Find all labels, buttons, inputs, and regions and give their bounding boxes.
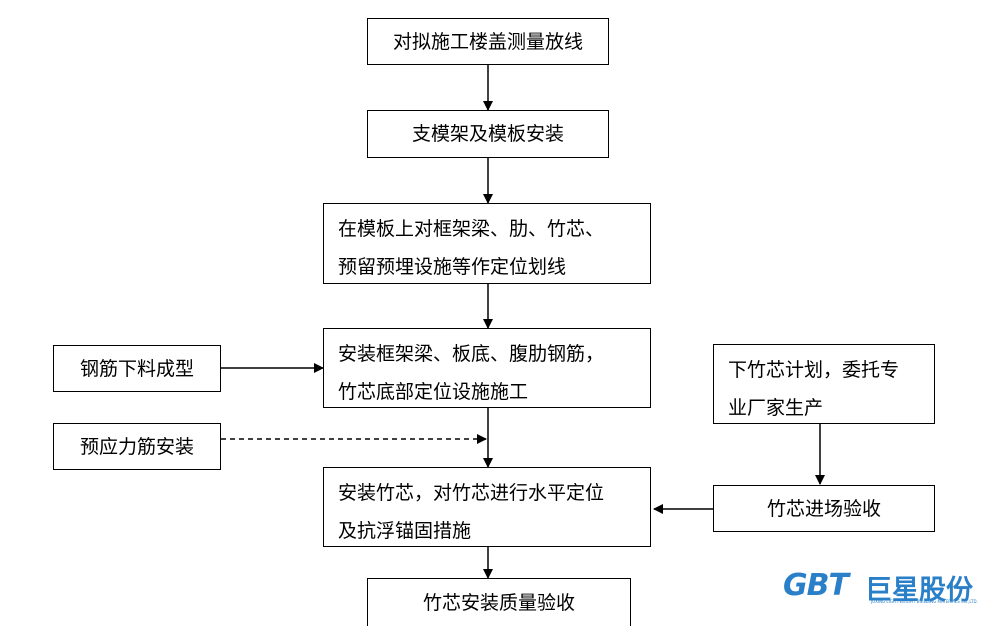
step-marking-lines: 在模板上对框架梁、肋、竹芯、 预留预埋设施等作定位划线	[323, 203, 651, 284]
step-rebar-install-line1: 安装框架梁、板底、腹肋钢筋，	[338, 343, 605, 365]
side-core-order: 下竹芯计划，委托专 业厂家生产	[713, 344, 935, 424]
step-formwork-install-label: 支模架及模板安装	[411, 123, 564, 145]
step-rebar-install-line2: 竹芯底部定位设施施工	[338, 381, 529, 403]
side-prestress-install: 预应力筋安装	[53, 423, 221, 470]
company-logo: GBT 巨星股份 JUXING LIGHT-WEIGHT BUILDING MA…	[783, 566, 983, 606]
step-core-install-line1: 安装竹芯，对竹芯进行水平定位	[338, 482, 605, 504]
step-quality-acceptance: 竹芯安装质量验收	[367, 578, 631, 626]
step-core-install: 安装竹芯，对竹芯进行水平定位 及抗浮锚固措施	[323, 467, 651, 547]
step-marking-lines-line2: 预留预埋设施等作定位划线	[338, 256, 567, 278]
step-survey-layout-label: 对拟施工楼盖测量放线	[392, 30, 583, 53]
side-core-acceptance-label: 竹芯进场验收	[766, 497, 881, 520]
side-core-order-line2: 业厂家生产	[728, 397, 824, 419]
step-survey-layout: 对拟施工楼盖测量放线	[367, 18, 609, 65]
step-quality-acceptance-label: 竹芯安装质量验收	[422, 591, 575, 614]
logo-mark: GBT	[783, 568, 849, 603]
side-rebar-cutting: 钢筋下料成型	[53, 345, 221, 392]
step-rebar-install: 安装框架梁、板底、腹肋钢筋， 竹芯底部定位设施施工	[323, 328, 651, 408]
side-rebar-cutting-label: 钢筋下料成型	[79, 357, 194, 380]
side-prestress-install-label: 预应力筋安装	[79, 435, 194, 458]
step-marking-lines-line1: 在模板上对框架梁、肋、竹芯、	[338, 218, 605, 240]
side-core-acceptance: 竹芯进场验收	[713, 485, 935, 532]
logo-subtitle: JUXING LIGHT-WEIGHT BUILDING MATERIALS C…	[871, 599, 978, 604]
side-core-order-line1: 下竹芯计划，委托专	[728, 359, 900, 381]
logo-name: 巨星股份	[865, 575, 973, 606]
step-formwork-install: 支模架及模板安装	[367, 110, 609, 158]
step-core-install-line2: 及抗浮锚固措施	[338, 520, 472, 542]
